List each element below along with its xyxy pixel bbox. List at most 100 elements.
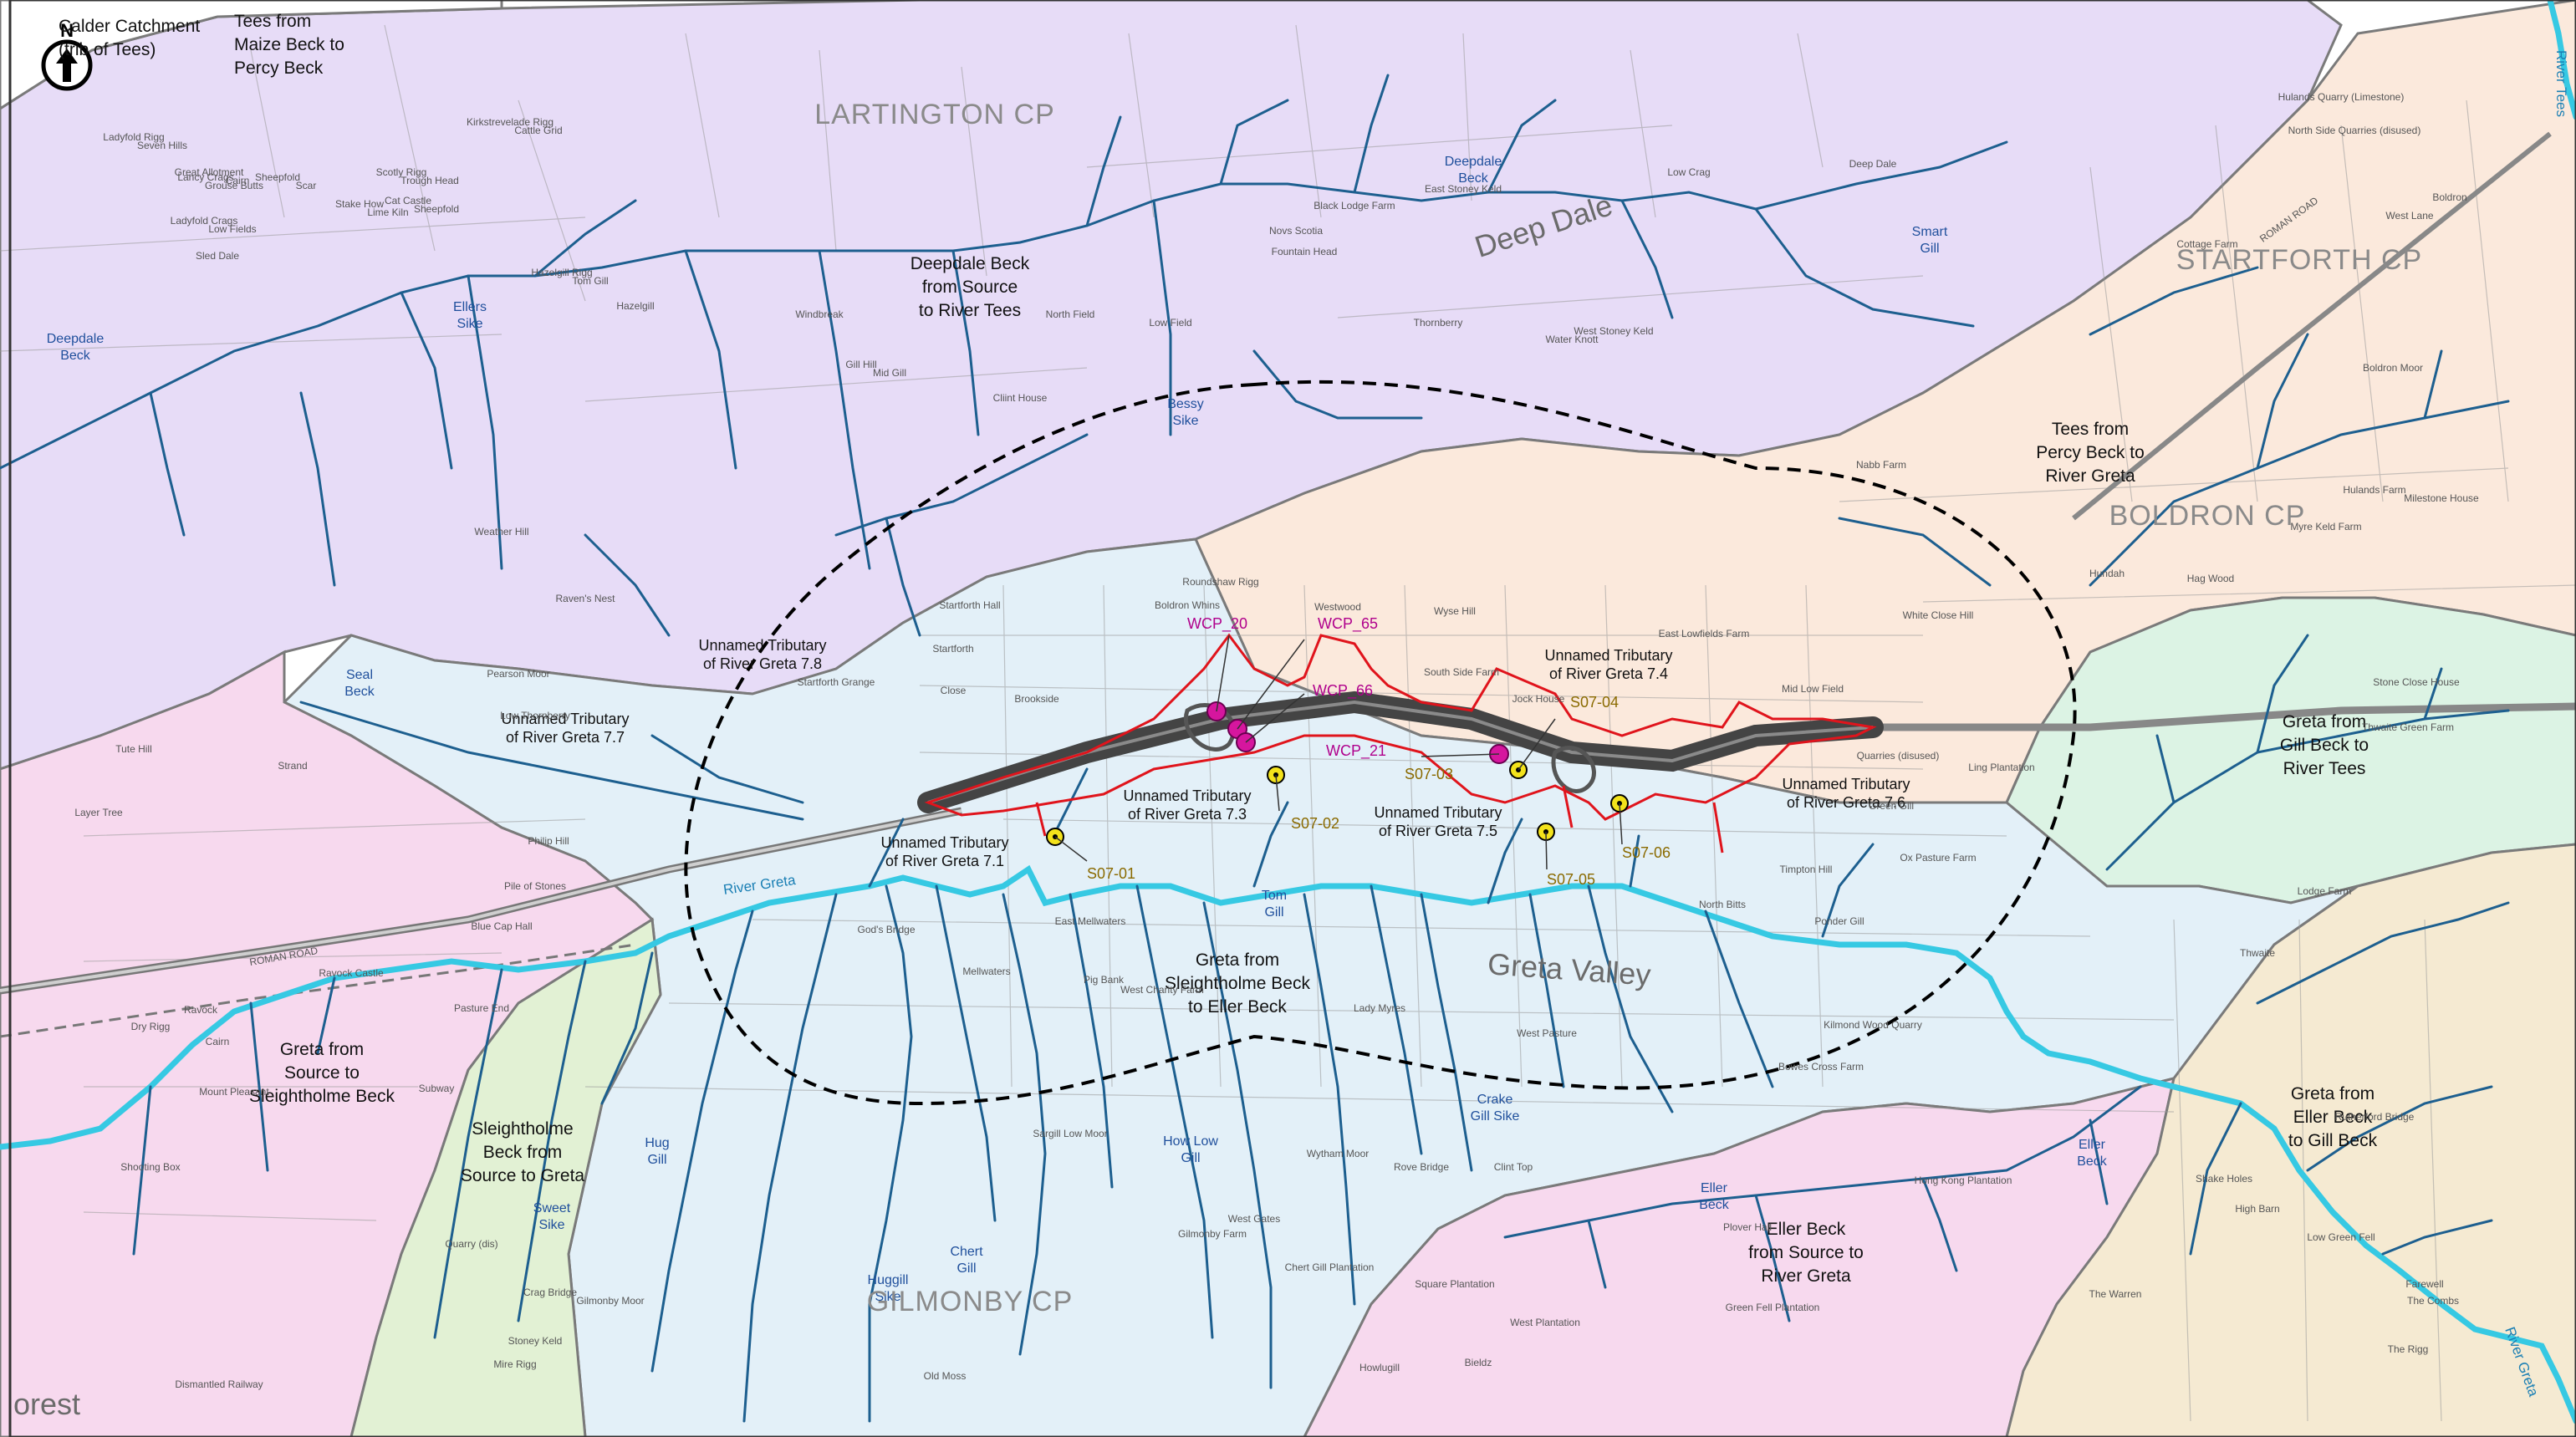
river-label-tees-ne: River Tees (2553, 50, 2569, 117)
base-map-text-2: Scotly Rigg (376, 166, 427, 178)
base-map-text-114: Mire Rigg (493, 1358, 536, 1370)
base-map-text-126: Cairn (226, 175, 250, 186)
roman-road (0, 131, 2576, 1038)
base-map-text-20: West Stoney Keld (1574, 325, 1653, 337)
s07-points (1046, 718, 1629, 870)
base-map-text-27: Strand (278, 760, 307, 772)
base-map-text-112: Crag Bridge (523, 1287, 577, 1298)
base-map-text-117: Sargill Low Moor (1033, 1128, 1107, 1139)
watercourses (0, 74, 2510, 1423)
base-map-text-89: North Side Quarries (disused) (2288, 125, 2421, 136)
base-map-text-19: Water Knott (1546, 334, 1599, 345)
base-map-text-18: Thornberry (1414, 317, 1463, 329)
base-map-text-31: Pile of Stones (504, 880, 566, 892)
base-map-text-28: Tute Hill (115, 743, 152, 755)
base-map-text-11: Novs Scotia (1269, 225, 1323, 237)
base-map-text-120: Cattle Grid (514, 125, 562, 136)
catchment-greta-eller-gill-area (2005, 843, 2576, 1437)
base-map-text-61: The Combs (2407, 1295, 2459, 1307)
place-label-forest: orest (13, 1387, 80, 1421)
s07-label-s07-06: S07-06 (1622, 844, 1671, 861)
base-map-text-102: Brookside (1014, 693, 1059, 705)
base-map-text-47: Gilmonby Farm (1178, 1228, 1247, 1240)
base-map-text-32: Ravock Castle (319, 967, 384, 979)
s07-label-s07-05: S07-05 (1547, 871, 1595, 888)
parish-label-lartington: LARTINGTON CP (814, 99, 1055, 130)
base-map-text-68: Thwaite Green Farm (2362, 721, 2454, 733)
base-map-text-103: Cliint House (993, 392, 1048, 404)
base-map-text-65: Thwaite (2240, 947, 2275, 959)
parish-label-startforth: STARTFORTH CP (2176, 244, 2422, 276)
base-map-text-108: Clint Top (1494, 1161, 1533, 1173)
base-map-text-81: Mid Low Field (1782, 683, 1844, 695)
base-map-text-107: Old Moss (924, 1370, 967, 1382)
wcp-label-wcp_20: WCP_20 (1187, 615, 1247, 633)
base-map-text-110: Dismantled Railway (175, 1378, 263, 1390)
parish-label-gilmonby: GILMONBY CP (867, 1286, 1074, 1317)
base-map-text-12: Low Crag (1667, 166, 1710, 178)
base-map-text-15: Hazelgill (616, 300, 654, 312)
base-map-text-76: Kilmond Wood Quarry (1824, 1019, 1922, 1031)
base-map-text-30: Philip Hill (528, 835, 569, 847)
base-map-text-93: Cottage Farm (2176, 238, 2237, 250)
base-map-text-95: Startforth Hall (939, 599, 1000, 611)
base-map-text-4: Cat Castle (385, 195, 431, 206)
base-map-text-100: Startforth Grange (798, 676, 875, 688)
base-map-text-84: Hag Wood (2187, 573, 2234, 584)
base-map-text-57: Shake Holes (2196, 1173, 2252, 1185)
catchment-label-calder: Calder Catchment(trib of Tees) (59, 17, 200, 59)
base-map-text-125: Low Fields (208, 223, 256, 235)
base-map-text-67: Stone Close House (2373, 676, 2460, 688)
base-map-text-123: Sheepfold (414, 203, 459, 215)
base-map-text-5: Lancy Crags (177, 171, 233, 183)
base-map-text-73: Timpton Hill (1780, 864, 1833, 875)
base-map-text-87: Hulands Farm (2343, 484, 2405, 496)
base-map-text-104: Low Field (1149, 317, 1191, 329)
base-map-text-53: Plover Hall (1723, 1221, 1772, 1233)
base-map-text-82: White Close Hill (1903, 609, 1974, 621)
base-map-text-109: Bieldz (1465, 1357, 1492, 1368)
base-map-text-118: Wytham Moor (1307, 1148, 1370, 1159)
base-map-text-77: Bowes Cross Farm (1778, 1061, 1864, 1073)
base-map-text-46: West Pasture (1517, 1027, 1577, 1039)
base-map-text-35: Dry Rigg (131, 1021, 171, 1032)
wcp-label-wcp_21: WCP_21 (1326, 742, 1386, 760)
wcp-label-wcp_66: WCP_66 (1313, 682, 1373, 700)
north-arrow: N (41, 20, 93, 91)
base-map-text-69: Ling Plantation (1968, 762, 2034, 773)
base-map-text-83: Hundah (2089, 568, 2125, 579)
base-map-text-119: Seven Hills (137, 140, 187, 151)
base-map-text-63: High Barn (2235, 1203, 2279, 1215)
base-map-text-70: Quarries (disused) (1857, 750, 1940, 762)
base-map-text-106: Roundshaw Rigg (1182, 576, 1258, 588)
study-area-boundary (684, 380, 2077, 1106)
base-map-text-9: Hazelgill Rigg (531, 267, 592, 278)
base-map-text-88: Hulands Quarry (Limestone) (2278, 91, 2405, 103)
base-map-text-48: Rove Bridge (1394, 1161, 1449, 1173)
base-map-text-13: Deep Dale (1849, 158, 1897, 170)
base-map-text-43: Pig Bank (1084, 974, 1125, 986)
base-map-text-115: Shooting Box (120, 1161, 180, 1173)
base-map-text-17: North Field (1046, 308, 1095, 320)
base-map-text-22: Fountain Head (1272, 246, 1338, 257)
s07-point-02[interactable] (1267, 766, 1285, 784)
base-map-text-44: West Charity Farm (1120, 984, 1204, 996)
base-map-text-124: Grouse Butts (205, 180, 263, 191)
